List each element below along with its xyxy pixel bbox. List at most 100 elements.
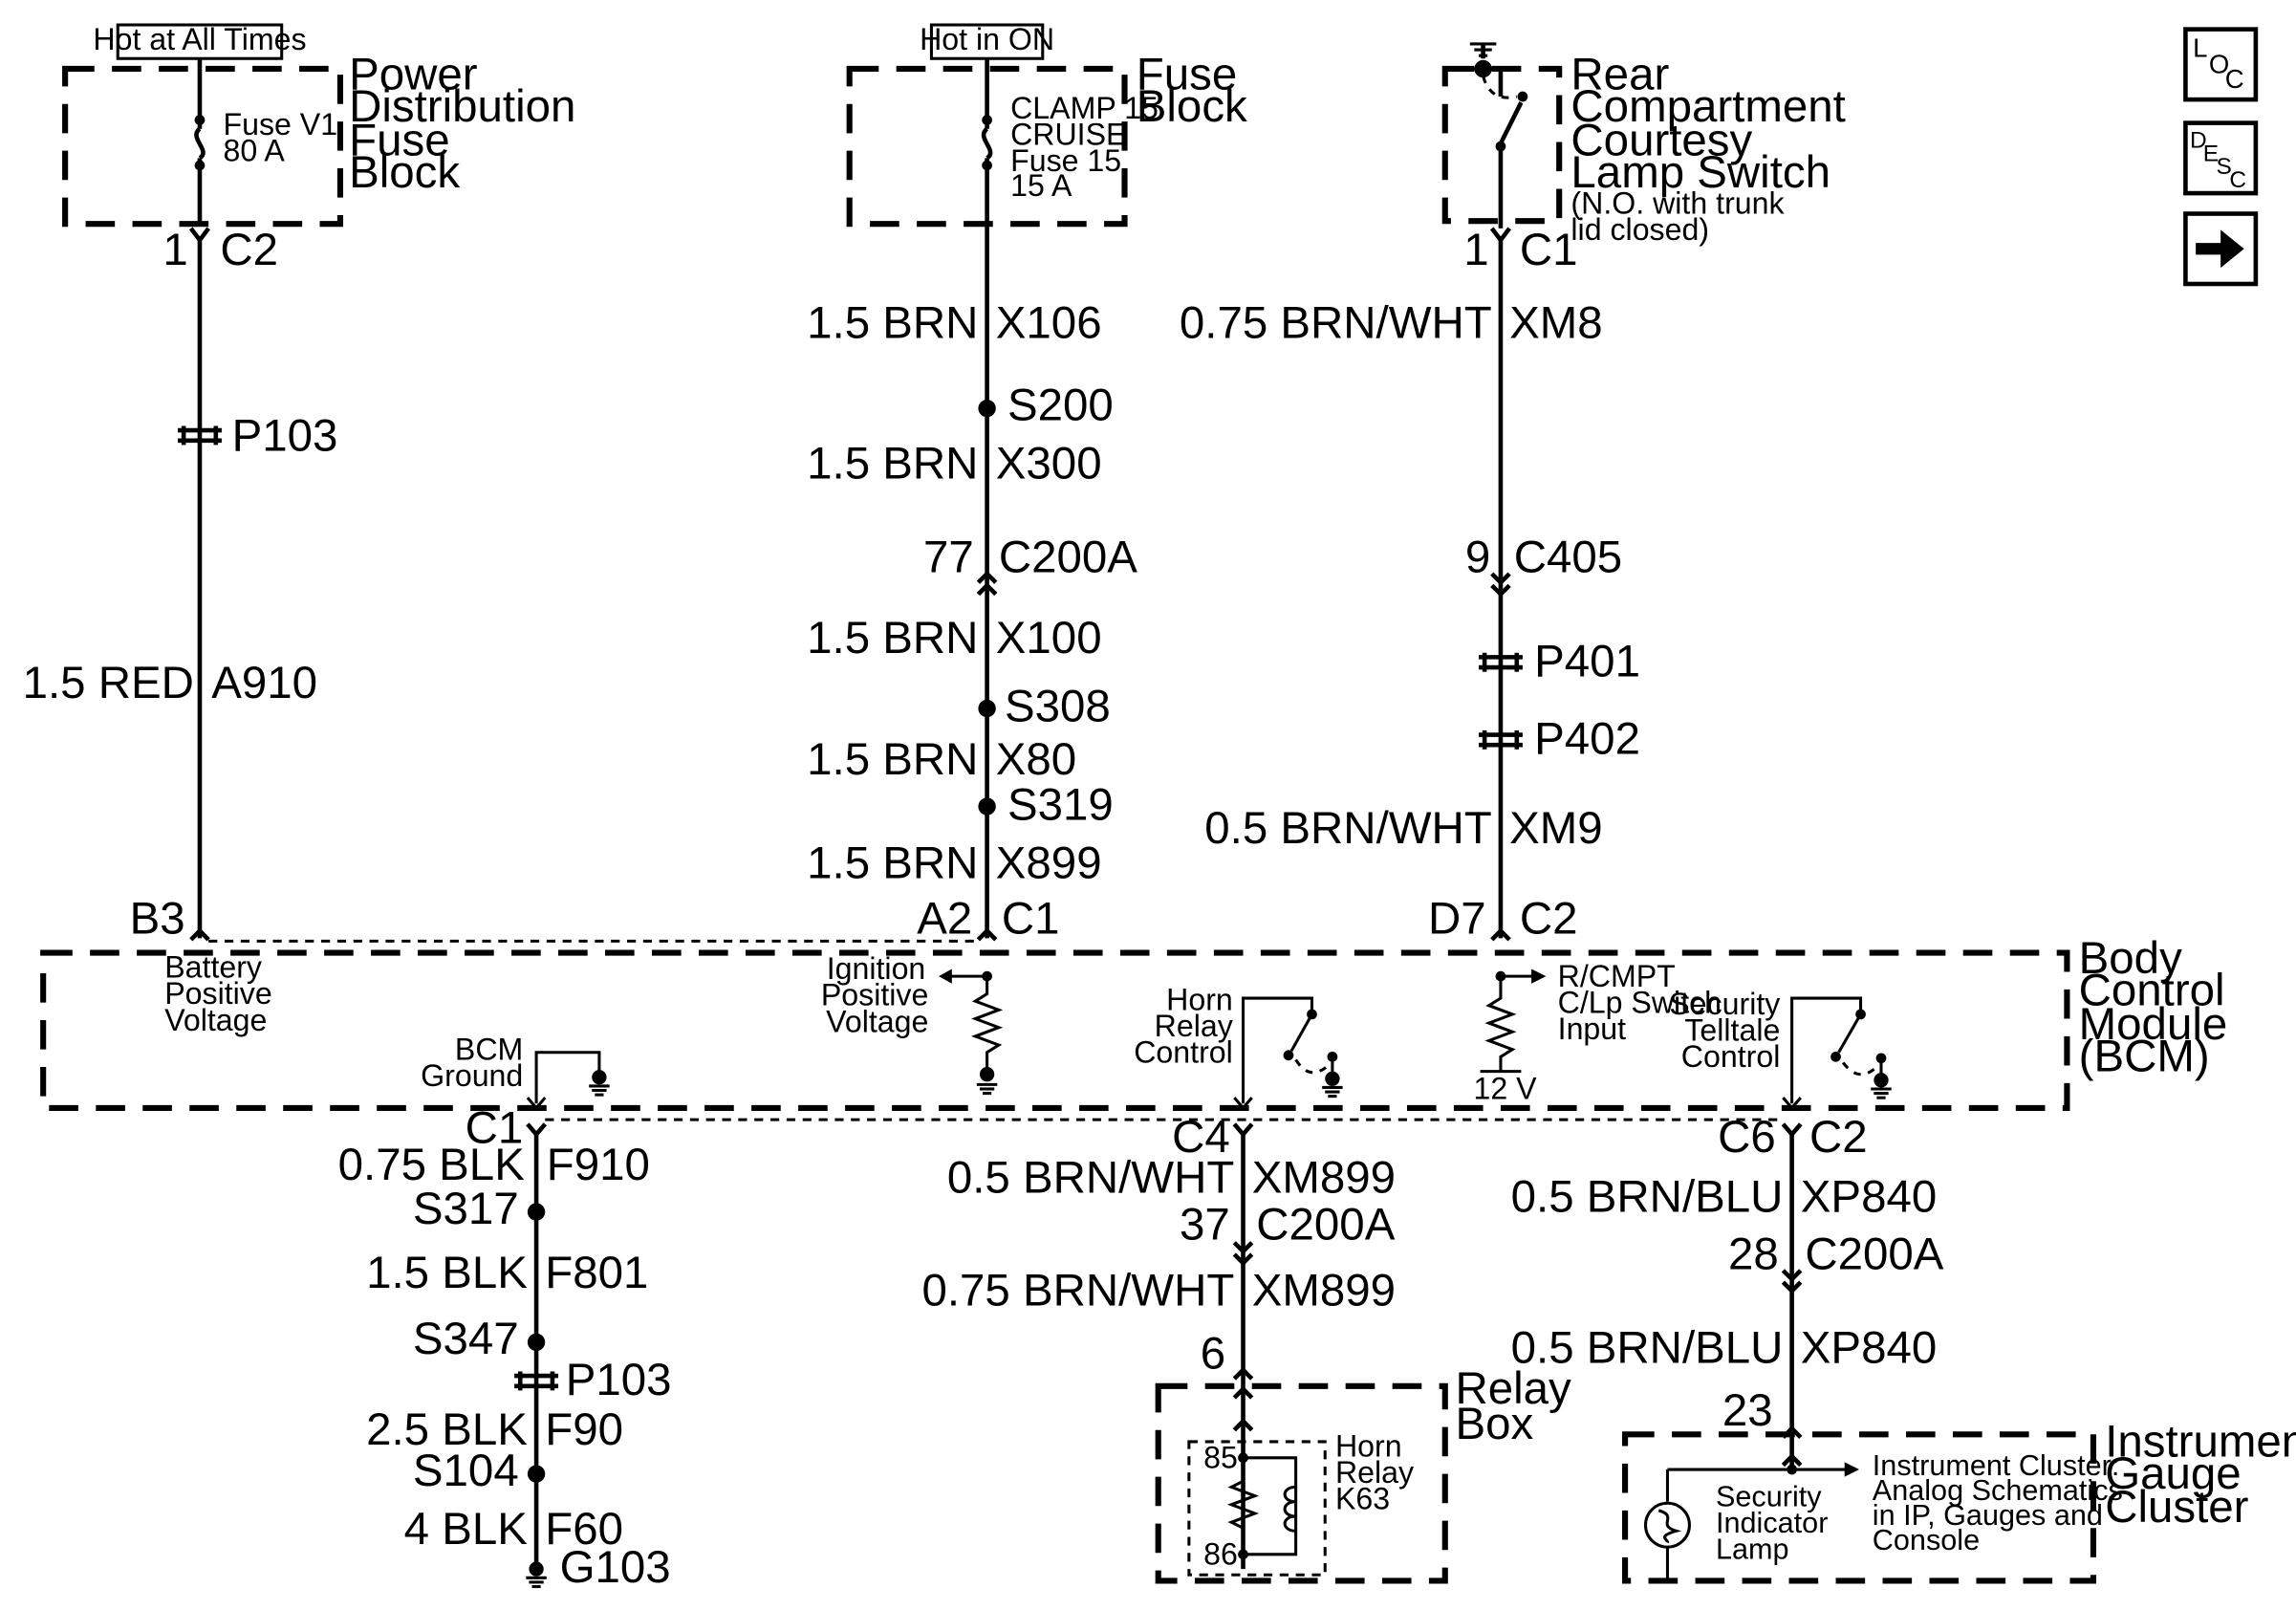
switch-blade-icon <box>1289 1013 1313 1052</box>
diagram-label: Control <box>1681 1039 1781 1074</box>
passthrough-p103-icon <box>514 1371 559 1391</box>
diagram-label: Ground <box>421 1058 523 1093</box>
diagram-label: S308 <box>1005 682 1111 732</box>
diagram-label: F910 <box>547 1140 650 1190</box>
diagram-label: Instrument Cluster: <box>1873 1449 2120 1482</box>
switch-blade-icon <box>1837 1013 1862 1054</box>
ground-g103-icon <box>526 1576 547 1589</box>
splice-s319 <box>978 797 996 816</box>
instrument-gauge-cluster <box>1622 1431 2097 1584</box>
diagram-label: 80 A <box>223 133 285 167</box>
diagram-label: Instrument <box>2105 1416 2296 1467</box>
diagram-label: XP840 <box>1801 1172 1937 1223</box>
splice-s104 <box>527 1465 546 1483</box>
ground-icon <box>1469 42 1497 59</box>
diagram-label: C1 <box>1002 894 1060 945</box>
diagram-label: 1.5 RED <box>23 658 194 708</box>
resistor-icon <box>970 976 1004 1069</box>
connector-c2-icon <box>1781 1122 1803 1138</box>
pullup-resistor-icon <box>1484 976 1517 1072</box>
diagram-label: C4 <box>1172 1112 1230 1163</box>
diagram-label: 1.5 BRN <box>807 734 978 785</box>
diagram-label: X899 <box>996 838 1102 889</box>
diagram-label: 1.5 BRN <box>807 838 978 889</box>
diagram-label: Console <box>1873 1524 1980 1556</box>
arrow-right-icon <box>2196 229 2244 269</box>
diagram-label: C1 <box>466 1103 524 1154</box>
diagram-label: 9 <box>1465 533 1490 583</box>
diagram-label: C405 <box>1514 533 1622 583</box>
diagram-label: XM9 <box>1509 803 1603 854</box>
diagram-label: Block <box>1137 81 1247 132</box>
splice-s347 <box>527 1333 546 1352</box>
connector-c2-icon <box>188 227 210 244</box>
diagram-label: D7 <box>1428 894 1486 945</box>
diagram-label: E <box>2203 141 2219 166</box>
ground-icon <box>1322 1085 1343 1099</box>
diagram-label: 28 <box>1728 1229 1779 1279</box>
passthrough-p402-icon <box>1478 729 1523 750</box>
diagram-label: 86 <box>1203 1537 1238 1572</box>
diagram-label: F60 <box>545 1504 623 1555</box>
diagram-label: Gauge <box>2105 1448 2241 1499</box>
diagram-label: C <box>2225 64 2244 94</box>
diagram-label: (BCM) <box>2079 1032 2210 1082</box>
passthrough-p103-icon <box>178 425 222 446</box>
diagram-label: 4 BLK <box>404 1504 529 1555</box>
diagram-label: Lamp <box>1716 1533 1789 1565</box>
diagram-label: Module <box>2079 999 2228 1050</box>
connector-c200a-icon <box>1232 1241 1254 1267</box>
diagram-label: 1.5 BRN <box>807 439 978 490</box>
diagram-label: O <box>2209 50 2229 79</box>
diagram-label: C/Lp Switch <box>1558 985 1722 1019</box>
diagram-label: 1 <box>1463 225 1488 275</box>
diagram-label: Relay <box>1155 1009 1233 1043</box>
diagram-label: 0.75 BLK <box>338 1140 526 1190</box>
diagram-label: F801 <box>545 1248 648 1298</box>
diagram-label: Lamp Switch <box>1570 147 1830 198</box>
pdfb-title-2: Distribution <box>349 81 575 132</box>
ground-icon <box>589 1084 610 1097</box>
diagram-label: lid closed) <box>1570 212 1709 247</box>
diagram-label: 0.5 BRN/WHT <box>1204 803 1491 854</box>
diagram-label: 77 <box>923 533 974 583</box>
diagram-label: 0.75 BRN/WHT <box>1180 298 1492 349</box>
diagram-label: L <box>2193 33 2207 63</box>
diagram-label: Compartment <box>1570 81 1845 132</box>
diagram-label: 12 V <box>1473 1072 1537 1106</box>
diagram-label: 85 <box>1203 1441 1238 1475</box>
diagram-label: 2.5 BLK <box>366 1404 528 1455</box>
diagram-label: P402 <box>1534 713 1640 764</box>
diagram-label: Input <box>1558 1012 1627 1046</box>
diagram-label: K63 <box>1335 1481 1390 1515</box>
connector-c200a-icon <box>976 570 998 597</box>
diagram-label: 0.75 BRN/WHT <box>921 1266 1234 1316</box>
diagram-label: C200A <box>999 533 1137 583</box>
diagram-label: Control <box>2079 966 2225 1016</box>
diagram-label: 0.5 BRN/WHT <box>947 1153 1234 1204</box>
next-arrow-button[interactable] <box>2183 211 2259 287</box>
diagram-label: 6 <box>1201 1328 1225 1379</box>
diagram-label: 1.5 BRN <box>807 298 978 349</box>
diagram-label: 37 <box>1180 1200 1230 1251</box>
diagram-label: Analog Schematics <box>1873 1474 2123 1507</box>
loc-button[interactable]: L O C <box>2183 27 2259 102</box>
diagram-label: 1 <box>162 225 187 275</box>
splice-s308 <box>978 699 996 718</box>
diagram-label: C1 <box>1520 225 1578 275</box>
connector-c200a-icon <box>1781 1269 1803 1295</box>
diagram-label: P103 <box>232 411 338 462</box>
diagram-label: Rear <box>1570 49 1669 99</box>
connector-c4-icon <box>1232 1122 1254 1138</box>
diagram-label: CRUISE <box>1010 118 1126 152</box>
diagram-label: Voltage <box>826 1004 928 1038</box>
diagram-label: X300 <box>996 439 1102 490</box>
diagram-label: (N.O. with trunk <box>1570 186 1785 221</box>
connector-c1-icon <box>526 1122 548 1138</box>
diagram-label: S104 <box>413 1446 519 1496</box>
diagram-label: C200A <box>1805 1229 1943 1279</box>
diagram-label: X100 <box>996 613 1102 664</box>
hot-in-on-tab: Hot in ON <box>920 22 1054 60</box>
desc-button[interactable]: D E S C <box>2183 120 2259 196</box>
